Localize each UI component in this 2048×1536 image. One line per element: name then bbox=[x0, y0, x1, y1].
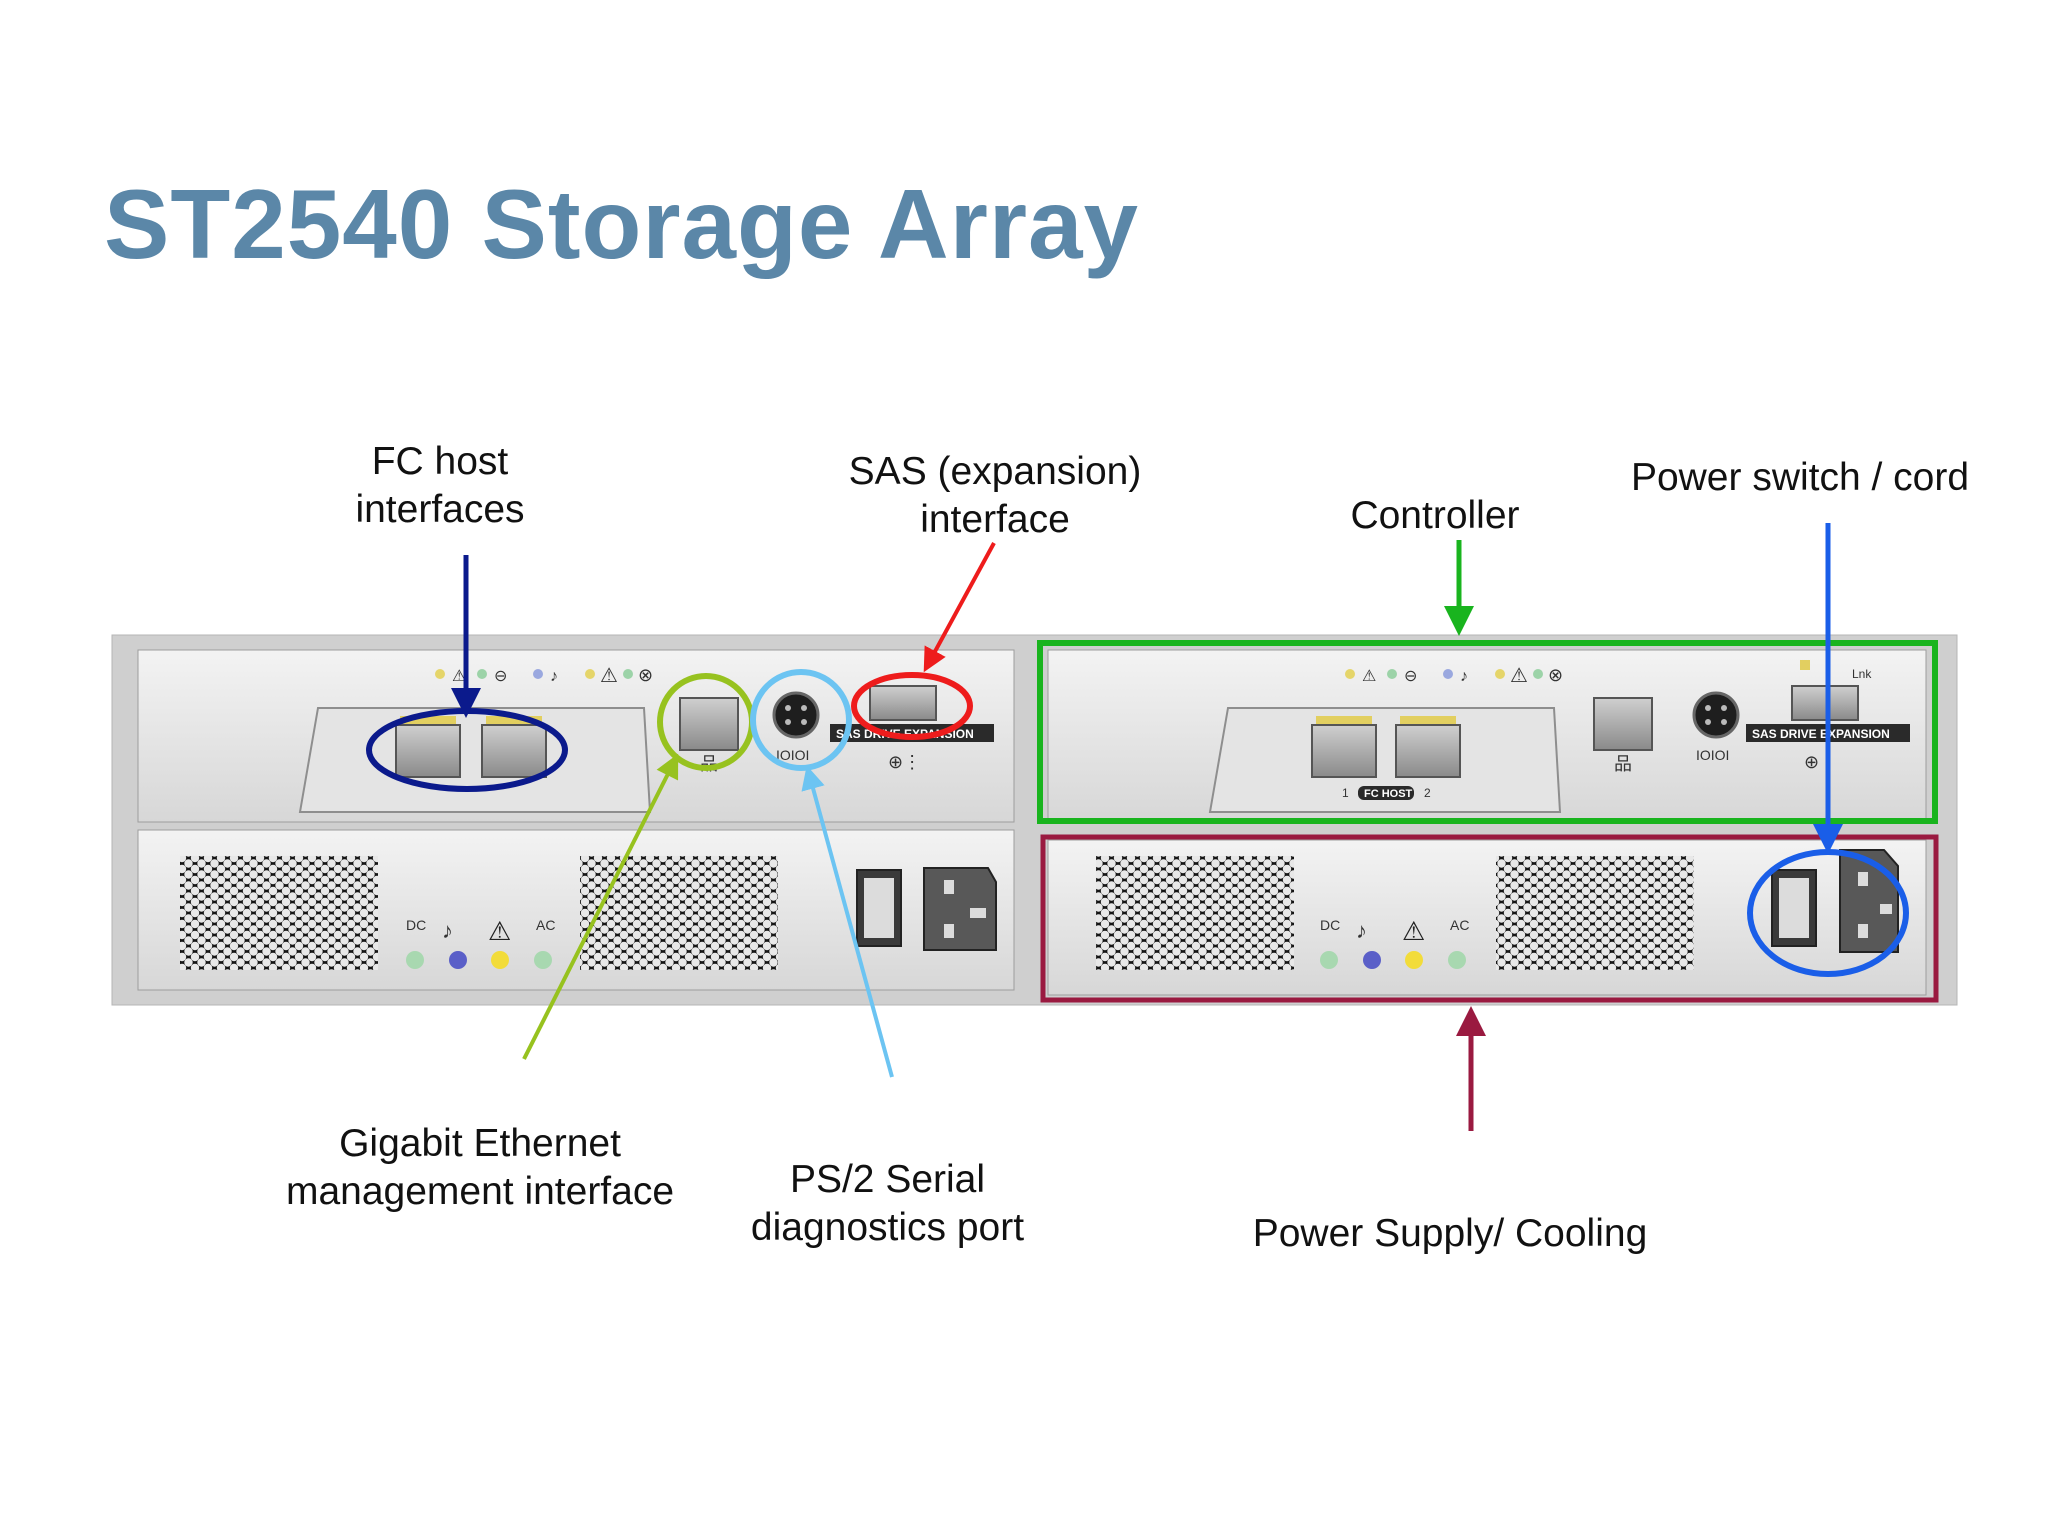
svg-text:⊗: ⊗ bbox=[1548, 665, 1563, 685]
ps2-arrow bbox=[801, 765, 894, 1078]
svg-text:⊕⋮: ⊕⋮ bbox=[888, 752, 921, 772]
lnk-label: Lnk bbox=[1852, 667, 1872, 681]
right-controller: ⚠ ⊖ ♪ ⚠ ⊗ 1 FC HOST 2 品 IOIOI Lnk SAS DR… bbox=[1047, 649, 1927, 823]
fan-grille bbox=[180, 856, 378, 970]
fault-icon bbox=[491, 951, 509, 969]
fc-host-port-1[interactable] bbox=[1311, 724, 1377, 778]
port-1-label: 1 bbox=[1342, 786, 1349, 800]
ac-label: AC bbox=[536, 917, 555, 933]
label-power-supply: Power Supply/ Cooling bbox=[1252, 1212, 1648, 1255]
ps2-serial-port[interactable] bbox=[772, 691, 820, 739]
svg-text:⊖: ⊖ bbox=[494, 668, 507, 685]
sas-drive-expansion-label: SAS DRIVE EXPANSION bbox=[1752, 727, 1890, 741]
svg-text:⊕⋮: ⊕⋮ bbox=[1804, 752, 1837, 772]
ethernet-port[interactable] bbox=[1593, 697, 1653, 751]
service-icon bbox=[449, 951, 467, 969]
fc-host-port-2[interactable] bbox=[481, 724, 547, 778]
controller-highlight bbox=[1037, 640, 1938, 824]
status-leds: ⚠ ⊖ ♪ ⚠ ⊗ bbox=[1345, 665, 1563, 687]
label-power-switch: Power switch / cord bbox=[1630, 456, 1970, 499]
left-power-supply: DC ♪ ⚠ AC bbox=[137, 829, 1015, 991]
ps2-highlight bbox=[750, 669, 852, 771]
ac-label: AC bbox=[1450, 917, 1469, 933]
label-ps2-serial: PS/2 Serial diagnostics port bbox=[750, 1158, 1025, 1249]
sas-arrow bbox=[923, 542, 996, 673]
svg-text:⚠: ⚠ bbox=[1510, 665, 1528, 687]
label-fc-host: FC host interfaces bbox=[355, 440, 525, 531]
port-2-label: 2 bbox=[1424, 786, 1431, 800]
svg-text:♪: ♪ bbox=[550, 668, 558, 685]
svg-text:♪: ♪ bbox=[1460, 668, 1468, 685]
dc-led-icon bbox=[1320, 951, 1338, 969]
svg-text:⚠: ⚠ bbox=[452, 668, 466, 685]
dc-label: DC bbox=[1320, 917, 1340, 933]
svg-text:⚠: ⚠ bbox=[1362, 668, 1376, 685]
fc-host-port-1[interactable] bbox=[395, 724, 461, 778]
sas-expansion-port[interactable] bbox=[1791, 685, 1859, 721]
fan-grille bbox=[1496, 856, 1694, 970]
sas-highlight bbox=[851, 672, 973, 740]
fc-host-label: FC HOST bbox=[1364, 788, 1413, 800]
svg-text:⚠: ⚠ bbox=[600, 665, 618, 687]
ps2-serial-port[interactable] bbox=[1692, 691, 1740, 739]
svg-text:⊖: ⊖ bbox=[1404, 668, 1417, 685]
status-leds: ⚠ ⊖ ♪ ⚠ ⊗ bbox=[435, 665, 653, 687]
ac-led-icon bbox=[534, 951, 552, 969]
fc-host-port-2[interactable] bbox=[1395, 724, 1461, 778]
left-controller: ⚠ ⊖ ♪ ⚠ ⊗ 品 IOIOI SAS DRIVE EXPANSION ⊕⋮ bbox=[137, 649, 1015, 823]
svg-text:⚠: ⚠ bbox=[1402, 916, 1425, 946]
svg-text:♪: ♪ bbox=[1356, 918, 1367, 943]
ac-led-icon bbox=[1448, 951, 1466, 969]
dc-led-icon bbox=[406, 951, 424, 969]
sas-expansion-port[interactable] bbox=[869, 685, 937, 721]
dc-label: DC bbox=[406, 917, 426, 933]
ethernet-icon: 品 bbox=[1614, 754, 1632, 774]
svg-text:⊗: ⊗ bbox=[638, 665, 653, 685]
label-sas-interface: SAS (expansion) interface bbox=[848, 450, 1142, 541]
power-inlet-icon[interactable] bbox=[923, 867, 997, 951]
label-controller: Controller bbox=[1350, 494, 1520, 537]
svg-text:⚠: ⚠ bbox=[488, 916, 511, 946]
label-gigabit-ethernet: Gigabit Ethernet management interface bbox=[285, 1122, 675, 1213]
service-icon bbox=[1363, 951, 1381, 969]
page-title: ST2540 Storage Array bbox=[104, 169, 1139, 279]
power-supply-highlight bbox=[1040, 834, 1939, 1003]
gigabit-arrow bbox=[522, 753, 679, 1060]
serial-label: IOIOI bbox=[776, 747, 809, 763]
fan-grille bbox=[580, 856, 778, 970]
right-power-supply: DC ♪ ⚠ AC bbox=[1047, 839, 1927, 996]
power-inlet-icon[interactable] bbox=[1839, 849, 1899, 953]
fan-grille bbox=[1096, 856, 1294, 970]
svg-text:♪: ♪ bbox=[442, 918, 453, 943]
serial-label: IOIOI bbox=[1696, 747, 1729, 763]
fault-icon bbox=[1405, 951, 1423, 969]
ethernet-port[interactable] bbox=[679, 697, 739, 751]
